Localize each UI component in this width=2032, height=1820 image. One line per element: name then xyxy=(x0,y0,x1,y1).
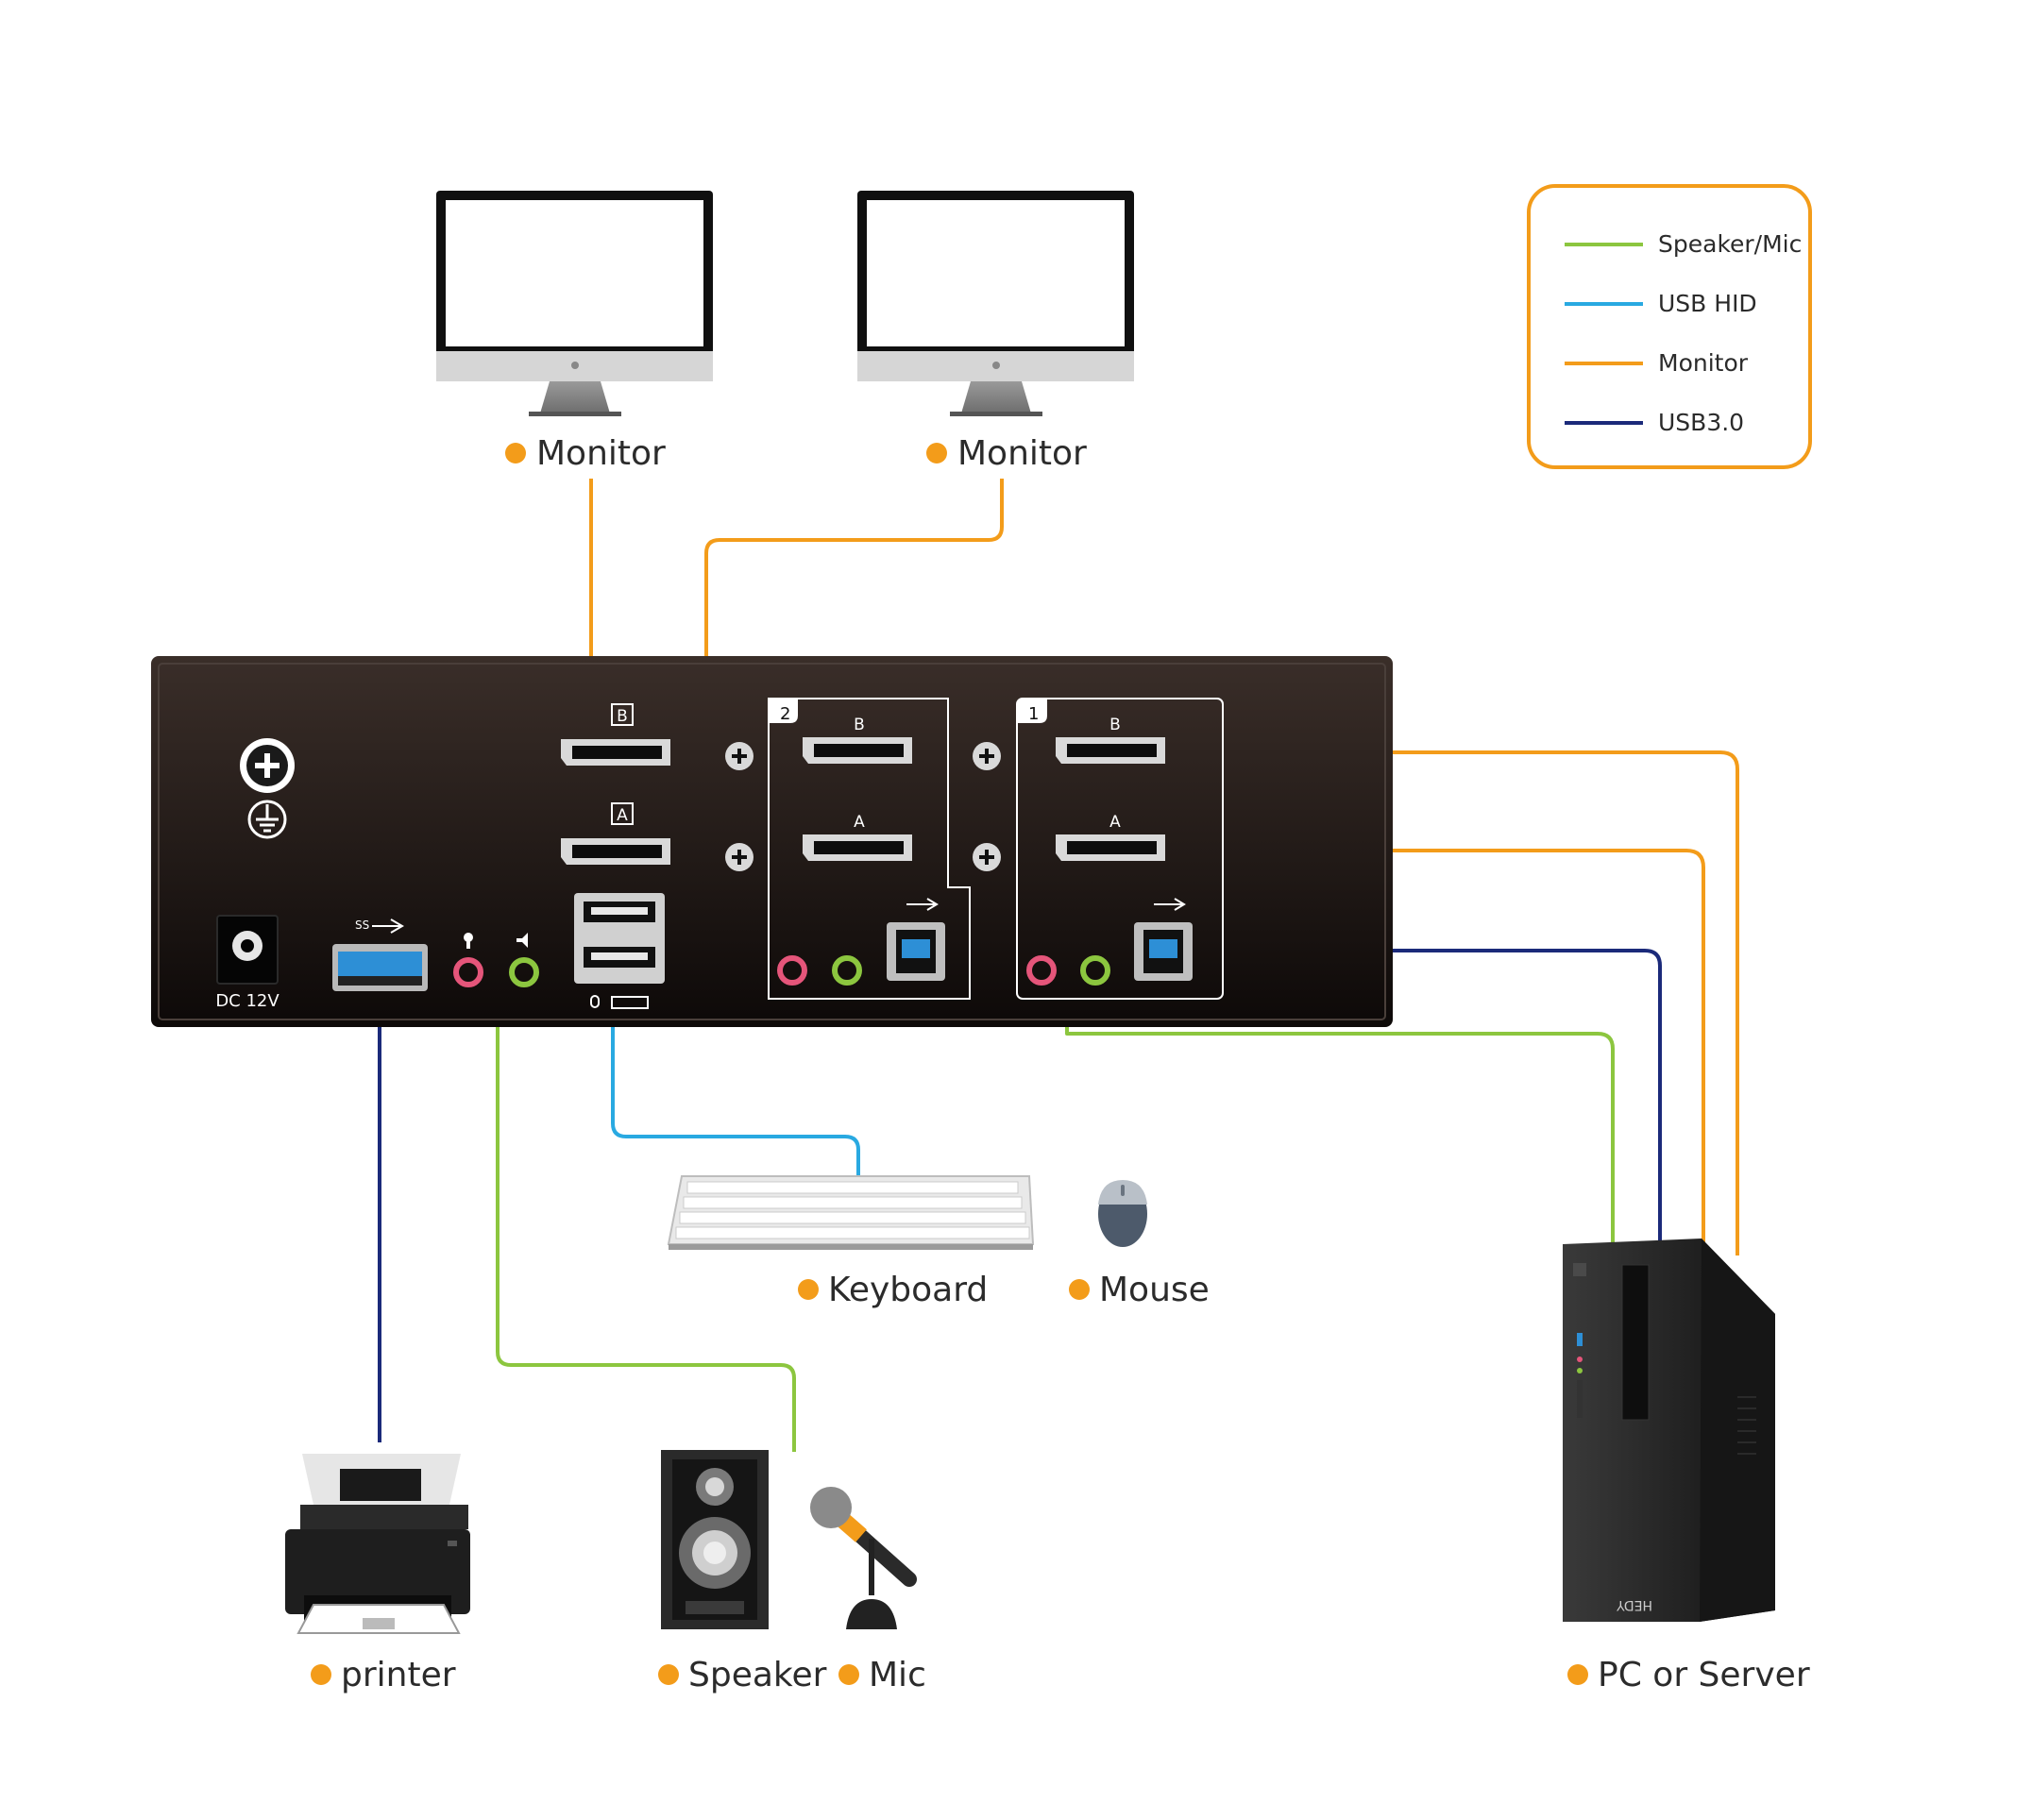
mount-screw-icons xyxy=(725,742,1001,871)
dc-jack-icon xyxy=(216,915,279,985)
group-2-a-label: A xyxy=(854,813,865,832)
group-1-a-label: A xyxy=(1109,813,1121,832)
monitor-1-dot xyxy=(505,443,526,463)
speaker-icon xyxy=(661,1450,769,1629)
speaker-dot xyxy=(658,1664,679,1685)
group-1-number: 1 xyxy=(1028,704,1039,724)
monitor-2-icon xyxy=(857,191,1134,416)
dc-jack-label: DC 12V xyxy=(215,991,279,1011)
pc-brand-label: HEDY xyxy=(1617,1597,1652,1612)
monitor-1-icon xyxy=(436,191,713,416)
mic-label: Mic xyxy=(869,1656,926,1694)
cable-pc-video-a xyxy=(1161,849,1705,1255)
monitor-2-label: Monitor xyxy=(957,434,1087,473)
svg-text:A: A xyxy=(617,806,628,825)
keyboard-label: Keyboard xyxy=(828,1271,988,1309)
mouse-dot xyxy=(1069,1279,1090,1300)
console-usb-hid-ports xyxy=(574,893,665,1009)
group-2-number: 2 xyxy=(780,704,790,724)
pc-label: PC or Server xyxy=(1598,1656,1810,1694)
cable-pc-audio xyxy=(1065,982,1615,1255)
group-2-b-label: B xyxy=(854,716,865,734)
mouse-icon xyxy=(1098,1180,1147,1247)
mic-icon xyxy=(810,1487,917,1629)
legend-label-speaker-mic: Speaker/Mic xyxy=(1658,230,1802,258)
keyboard-icon xyxy=(667,1175,1035,1250)
usb-logo-text: SS xyxy=(355,918,369,932)
pc-group-1: 1 B A xyxy=(1016,698,1224,1000)
monitor-1-label: Monitor xyxy=(536,434,666,473)
cable-pc-usb3 xyxy=(1192,949,1662,1255)
console-audio-ports xyxy=(453,933,539,987)
usb3-port-printer: SS xyxy=(332,918,428,991)
printer-label: printer xyxy=(341,1656,456,1694)
ground-screw-icon xyxy=(240,738,295,793)
svg-text:B: B xyxy=(617,707,628,726)
monitor-2-dot xyxy=(926,443,947,463)
console-dp-port-a: A xyxy=(561,802,670,865)
mic-dot xyxy=(838,1664,859,1685)
cable-pc-video-b xyxy=(1161,750,1739,1255)
legend-label-usb3: USB3.0 xyxy=(1658,409,1744,436)
ground-symbol-icon xyxy=(247,800,287,839)
cable-speaker-mic xyxy=(496,991,796,1452)
keyboard-dot xyxy=(798,1279,819,1300)
printer-dot xyxy=(311,1664,331,1685)
pc-group-2: 2 B A xyxy=(768,698,971,1000)
speaker-label: Speaker xyxy=(688,1656,827,1694)
pc-dot xyxy=(1567,1664,1588,1685)
legend-label-usb-hid: USB HID xyxy=(1658,290,1757,317)
printer-icon xyxy=(285,1454,470,1634)
mouse-label: Mouse xyxy=(1099,1271,1210,1309)
pc-tower-icon: HEDY xyxy=(1563,1239,1775,1622)
group-1-b-label: B xyxy=(1109,716,1121,734)
legend: Speaker/Mic USB HID Monitor USB3.0 xyxy=(1527,184,1812,469)
legend-label-monitor: Monitor xyxy=(1658,349,1749,377)
console-dp-port-b: B xyxy=(561,703,670,766)
cable-keyboard xyxy=(611,1014,860,1178)
kvm-rear-panel: DC 12V SS B A xyxy=(151,656,1393,1027)
